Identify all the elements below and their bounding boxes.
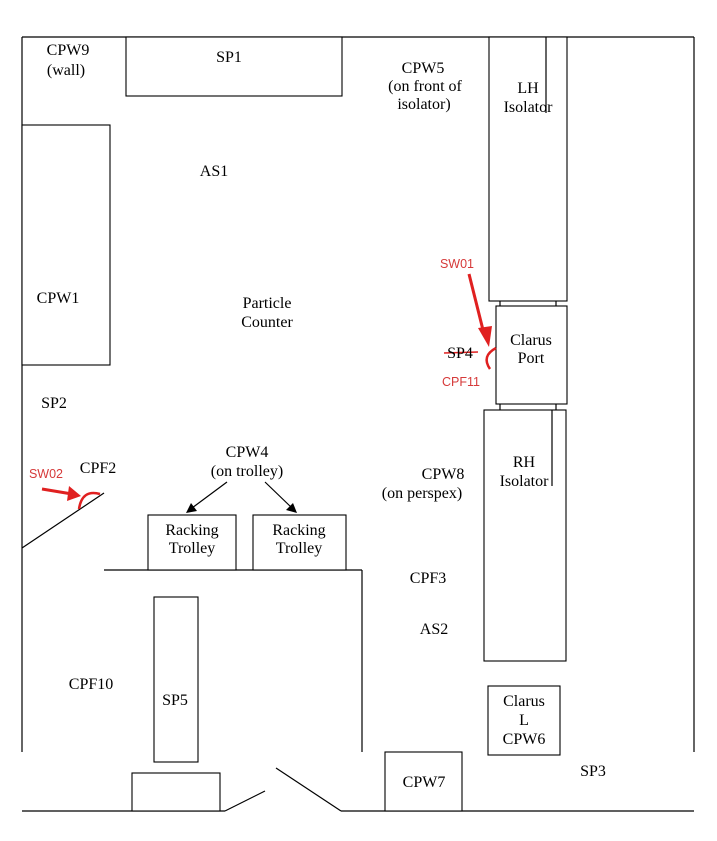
racking-trolley-1-label-2: Trolley — [169, 540, 216, 557]
sp2-label: SP2 — [41, 395, 67, 412]
isolator-connector-top — [499, 301, 557, 306]
racking-trolley-1 — [147, 514, 237, 571]
cpf3-label: CPF3 — [410, 570, 446, 587]
clarus-l-label-1: Clarus — [503, 693, 545, 710]
racking-trolley-2 — [252, 514, 347, 571]
door-swing-right — [275, 767, 342, 812]
clarus-l-label-3: CPW6 — [503, 731, 546, 748]
cpw9-note: (wall) — [47, 62, 85, 79]
cpf2-mark — [77, 491, 101, 510]
cpw8-label: CPW8 — [422, 466, 465, 483]
cpw8-note: (on perspex) — [382, 485, 462, 502]
cpw7-label: CPW7 — [403, 774, 446, 791]
cpf10-label: CPF10 — [69, 676, 113, 693]
sp1-box — [125, 36, 343, 97]
particle-counter-label-1: Particle — [243, 295, 292, 312]
cpw7-box — [384, 751, 463, 812]
cpw4-arrows — [186, 481, 297, 513]
as1-label: AS1 — [200, 163, 228, 180]
sp4-strikethrough — [443, 351, 479, 354]
room-walls — [21, 36, 695, 812]
door-swing-side — [21, 492, 105, 549]
lh-isolator-label-2: Isolator — [504, 99, 554, 116]
sw02-arrow — [41, 486, 81, 501]
sp4-label: SP4 — [447, 345, 473, 362]
clarus-l-box — [487, 685, 561, 756]
cpw9-label: CPW9 — [47, 42, 90, 59]
sw01-label: SW01 — [440, 257, 474, 271]
sp3-label: SP3 — [580, 763, 606, 780]
sp5-box — [153, 596, 199, 763]
bottom-left-box — [131, 772, 221, 812]
rh-isolator-label-1: RH — [513, 454, 536, 471]
clarus-port-box — [495, 305, 568, 405]
racking-trolley-2-label-1: Racking — [272, 522, 325, 539]
lh-isolator — [488, 36, 568, 302]
racking-trolley-2-label-2: Trolley — [276, 540, 323, 557]
lh-isolator-label-1: LH — [517, 80, 539, 97]
door-swing-left — [224, 790, 266, 812]
cpw5-note-2: isolator) — [397, 96, 450, 113]
particle-counter-label-2: Counter — [241, 314, 293, 331]
bench-outline — [104, 569, 363, 752]
clarus-port-label-2: Port — [518, 350, 545, 367]
as2-label: AS2 — [420, 621, 448, 638]
clarus-l-label-2: L — [519, 712, 529, 729]
cpw1-box — [21, 124, 111, 366]
rh-isolator-label-2: Isolator — [500, 473, 550, 490]
racking-trolley-1-label-1: Racking — [165, 522, 218, 539]
rh-isolator — [483, 409, 567, 662]
cpw4-note: (on trolley) — [211, 463, 283, 480]
clarus-port-label-1: Clarus — [510, 332, 552, 349]
sp5-label: SP5 — [162, 692, 188, 709]
sw02-label: SW02 — [29, 467, 63, 481]
cpw1-label: CPW1 — [37, 290, 80, 307]
cpw5-label: CPW5 — [402, 60, 445, 77]
isolator-connector-bottom — [499, 404, 557, 410]
cpw5-note-1: (on front of — [388, 78, 462, 95]
cpf2-label: CPF2 — [80, 460, 116, 477]
sw01-arrow — [467, 273, 492, 347]
cpf11-mark — [485, 346, 497, 370]
cpf11-label: CPF11 — [442, 375, 480, 389]
cpw4-label: CPW4 — [226, 444, 269, 461]
sp1-label: SP1 — [216, 49, 242, 66]
